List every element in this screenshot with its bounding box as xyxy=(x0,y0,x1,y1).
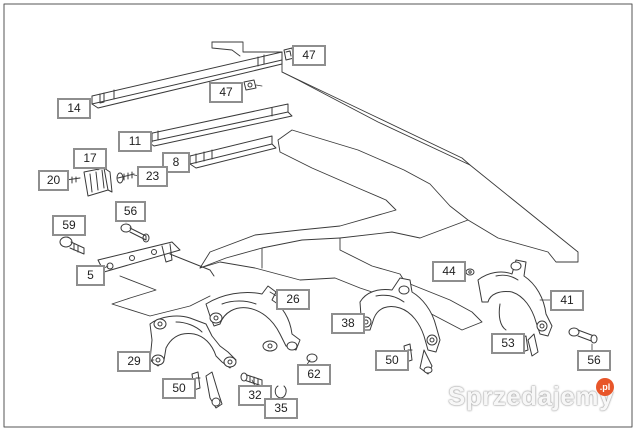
callout-62: 62 xyxy=(297,364,331,385)
callout-8: 8 xyxy=(162,152,190,173)
bracket-17-drawing xyxy=(83,167,113,197)
callout-32: 32 xyxy=(238,385,272,406)
callout-56-right: 56 xyxy=(577,350,611,371)
callout-53: 53 xyxy=(491,333,525,354)
assembly-plate-outline xyxy=(199,41,579,331)
callout-29: 29 xyxy=(117,351,151,372)
callout-41: 41 xyxy=(550,290,584,311)
bar-11-drawing xyxy=(147,103,293,147)
callout-47-mid: 47 xyxy=(209,82,243,103)
fork-38-drawing xyxy=(359,277,441,375)
pin-56-left-drawing xyxy=(120,223,150,243)
bar-8-drawing xyxy=(189,135,277,169)
frame-border xyxy=(3,3,633,428)
pin-59-drawing xyxy=(59,236,85,255)
fork-26-drawing xyxy=(205,285,301,352)
fork-29-drawing xyxy=(149,315,237,409)
callout-14: 14 xyxy=(57,98,91,119)
callout-20: 20 xyxy=(38,170,69,191)
watermark-badge: .pl xyxy=(596,378,614,396)
pin-56-right-drawing xyxy=(568,327,598,344)
callout-26: 26 xyxy=(276,289,310,310)
link-bar-5-drawing xyxy=(97,241,215,277)
bolt-23-drawing xyxy=(116,171,135,184)
callout-50-right: 50 xyxy=(375,350,409,371)
callout-23: 23 xyxy=(137,166,168,187)
callout-5: 5 xyxy=(76,265,105,286)
clip-47-mid-drawing xyxy=(243,79,257,91)
callout-56-left: 56 xyxy=(115,201,146,222)
fork-41-drawing xyxy=(477,259,553,357)
watermark-logo: Sprzedajemy xyxy=(448,381,614,411)
callout-47-top: 47 xyxy=(292,45,326,66)
callout-35: 35 xyxy=(264,398,298,419)
callout-11: 11 xyxy=(118,131,152,152)
assembly-plate-inner xyxy=(111,41,471,317)
clip-35-drawing xyxy=(274,385,287,399)
callout-50-left: 50 xyxy=(162,378,196,399)
callout-44: 44 xyxy=(432,261,466,282)
ring-62-drawing xyxy=(306,353,318,363)
callout-17: 17 xyxy=(73,148,107,169)
callout-59: 59 xyxy=(52,215,86,236)
nut-44-drawing xyxy=(465,268,475,276)
callout-38: 38 xyxy=(331,313,365,334)
